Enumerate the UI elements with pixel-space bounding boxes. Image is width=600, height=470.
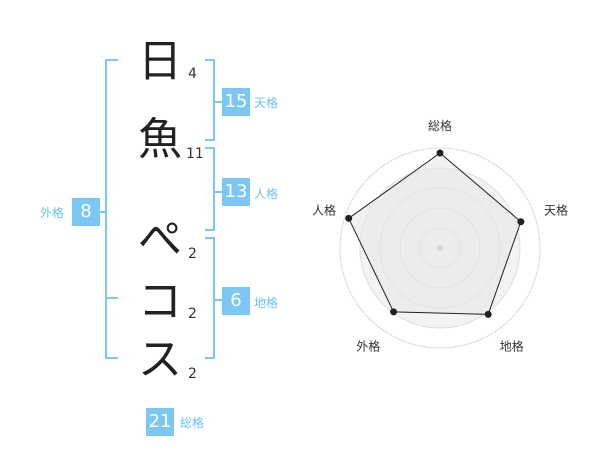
tenkaku-value-badge: 15: [222, 88, 250, 116]
jinkaku-label: 人格: [254, 187, 279, 201]
radar-axis-label-1: 総格: [428, 118, 452, 133]
chikaku-value-badge: 6: [222, 287, 250, 315]
name-char-1: 日: [138, 36, 182, 87]
tenkaku-bracket: [205, 59, 215, 141]
stroke-count-1: 4: [188, 66, 197, 82]
soukaku-label: 総格: [180, 416, 205, 430]
chikaku-bracket: [205, 237, 215, 359]
radar-series-polygon: [348, 152, 522, 315]
radar-point-5: [345, 214, 353, 222]
radar-axis-label-2: 天格: [544, 202, 568, 217]
gaikaku-label: 外格: [40, 206, 65, 220]
jinkaku-bracket: [205, 147, 215, 231]
radar-point-2: [517, 218, 525, 226]
name-char-5: ス: [138, 334, 182, 385]
radar-point-1: [436, 149, 444, 157]
jinkaku-value-badge: 13: [222, 178, 250, 206]
name-char-4: コ: [138, 276, 182, 327]
stroke-count-2: 11: [186, 146, 204, 162]
outer-bracket: [105, 59, 118, 359]
tenkaku-label: 天格: [254, 96, 279, 110]
radar-point-4: [390, 308, 398, 316]
name-char-2: 魚: [138, 114, 182, 165]
gaikaku-value-badge: 8: [72, 198, 100, 226]
stroke-count-3: 2: [188, 246, 197, 262]
radar-axis-label-4: 外格: [356, 339, 380, 354]
radar-axis-label-5: 人格: [312, 202, 336, 217]
chikaku-label: 地格: [254, 296, 279, 310]
radar-point-3: [484, 310, 492, 318]
soukaku-value-badge: 21: [146, 408, 174, 436]
name-char-3: ぺ: [138, 214, 182, 265]
radar-axis-label-3: 地格: [500, 339, 524, 354]
stroke-count-5: 2: [188, 366, 197, 382]
stroke-count-4: 2: [188, 306, 197, 322]
